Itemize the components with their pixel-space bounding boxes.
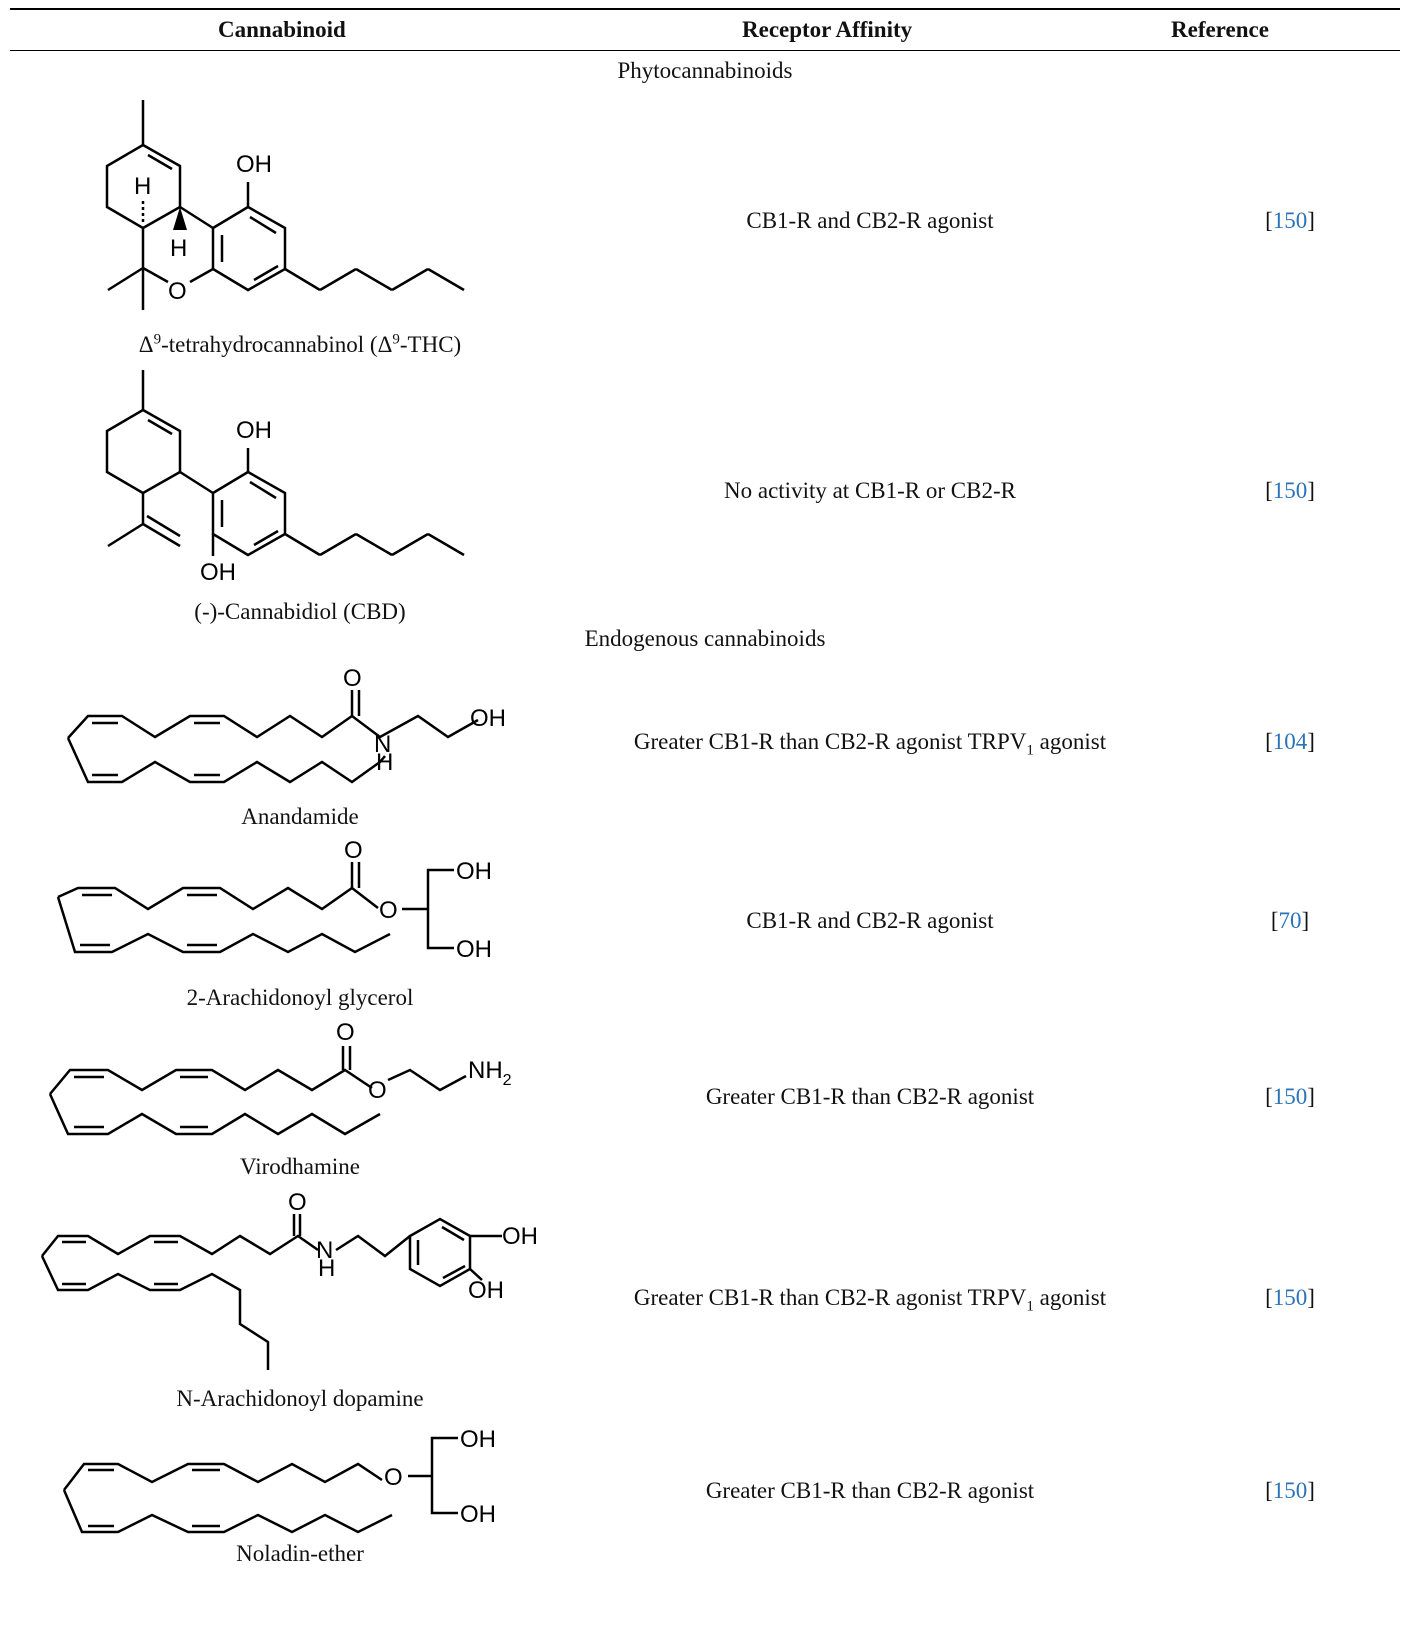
thc-h-label-1: H <box>134 173 151 200</box>
reference-n-arachidonoyl-dopamine[interactable]: [150] <box>1265 1285 1315 1310</box>
header-receptor-affinity: Receptor Affinity <box>742 17 913 42</box>
header-cannabinoid: Cannabinoid <box>218 17 346 42</box>
reference-number: 150 <box>1272 1478 1308 1503</box>
nada-oh-right-label: OH <box>502 1223 538 1250</box>
header-reference: Reference <box>1171 17 1269 42</box>
noladin-o-label: O <box>384 1464 403 1491</box>
virodhamine-o-carbonyl-label: O <box>336 1019 355 1046</box>
affinity-n-arachidonoyl-dopamine: Greater CB1-R than CB2-R agonist TRPV1 a… <box>633 1285 1107 1315</box>
name-2-arachidonoyl-glycerol: 2-Arachidonoyl glycerol <box>186 985 414 1010</box>
2-ag-oh-top-label: OH <box>456 858 492 885</box>
affinity-thc: CB1-R and CB2-R agonist <box>746 208 994 233</box>
cbd-oh-top-label: OH <box>236 417 272 444</box>
n-arachidonoyl-dopamine-structure: O N H OH OH <box>40 1189 538 1370</box>
reference-thc[interactable]: [150] <box>1265 208 1315 233</box>
affinity-noladin-ether: Greater CB1-R than CB2-R agonist <box>705 1478 1035 1503</box>
table-header-rule <box>10 50 1400 51</box>
name-cbd: (-)-Cannabidiol (CBD) <box>194 599 406 624</box>
noladin-oh-top-label: OH <box>460 1426 496 1453</box>
name-noladin-ether: Noladin-ether <box>236 1541 364 1566</box>
nada-oh-bottom-label: OH <box>468 1277 504 1304</box>
thc-h-label-2: H <box>170 235 187 262</box>
noladin-ether-structure: O OH OH <box>62 1426 496 1534</box>
reference-noladin-ether[interactable]: [150] <box>1265 1478 1315 1503</box>
anandamide-n-label: N <box>374 731 391 758</box>
reference-anandamide[interactable]: [104] <box>1265 729 1315 754</box>
section-endogenous-cannabinoids: Endogenous cannabinoids <box>584 626 826 651</box>
thc-structure: OH H H O <box>105 100 465 310</box>
virodhamine-o-ester-label: O <box>368 1077 387 1104</box>
virodhamine-structure: O O NH2 <box>48 1019 512 1136</box>
name-thc: Δ9-tetrahydrocannabinol (Δ9-THC) <box>138 331 462 357</box>
anandamide-h-label: H <box>376 749 393 776</box>
reference-virodhamine[interactable]: [150] <box>1265 1084 1315 1109</box>
2-ag-o-carbonyl-label: O <box>344 837 363 864</box>
thc-o-label: O <box>168 278 187 305</box>
2-ag-o-ester-label: O <box>379 897 398 924</box>
table-top-rule <box>10 8 1400 10</box>
name-anandamide: Anandamide <box>241 804 359 829</box>
affinity-cbd: No activity at CB1-R or CB2-R <box>724 478 1016 503</box>
anandamide-o-label: O <box>343 665 362 692</box>
reference-2-ag[interactable]: [70] <box>1270 908 1310 933</box>
reference-number: 70 <box>1278 908 1302 933</box>
reference-number: 150 <box>1272 208 1308 233</box>
affinity-anandamide: Greater CB1-R than CB2-R agonist TRPV1 a… <box>633 729 1107 759</box>
cbd-oh-bottom-label: OH <box>200 559 236 586</box>
section-phytocannabinoids: Phytocannabinoids <box>617 58 793 83</box>
anandamide-oh-label: OH <box>470 705 506 732</box>
reference-number: 150 <box>1272 478 1308 503</box>
reference-cbd[interactable]: [150] <box>1265 478 1315 503</box>
reference-number: 150 <box>1272 1084 1308 1109</box>
thc-oh-label: OH <box>236 151 272 178</box>
affinity-virodhamine: Greater CB1-R than CB2-R agonist <box>705 1084 1035 1109</box>
nada-h-label: H <box>318 1255 335 1282</box>
reference-number: 150 <box>1272 1285 1308 1310</box>
2-ag-structure: O O OH OH <box>56 837 492 963</box>
2-ag-oh-bottom-label: OH <box>456 936 492 963</box>
nada-o-label: O <box>288 1189 307 1216</box>
affinity-2-ag: CB1-R and CB2-R agonist <box>746 908 994 933</box>
cbd-structure: OH OH <box>105 370 465 586</box>
name-virodhamine: Virodhamine <box>240 1154 360 1179</box>
anandamide-structure: O N H OH <box>66 665 506 784</box>
virodhamine-nh2-label: NH2 <box>468 1057 512 1089</box>
reference-number: 104 <box>1272 729 1308 754</box>
name-n-arachidonoyl-dopamine: N-Arachidonoyl dopamine <box>176 1386 424 1411</box>
noladin-oh-bottom-label: OH <box>460 1501 496 1528</box>
nada-n-label: N <box>316 1237 333 1264</box>
